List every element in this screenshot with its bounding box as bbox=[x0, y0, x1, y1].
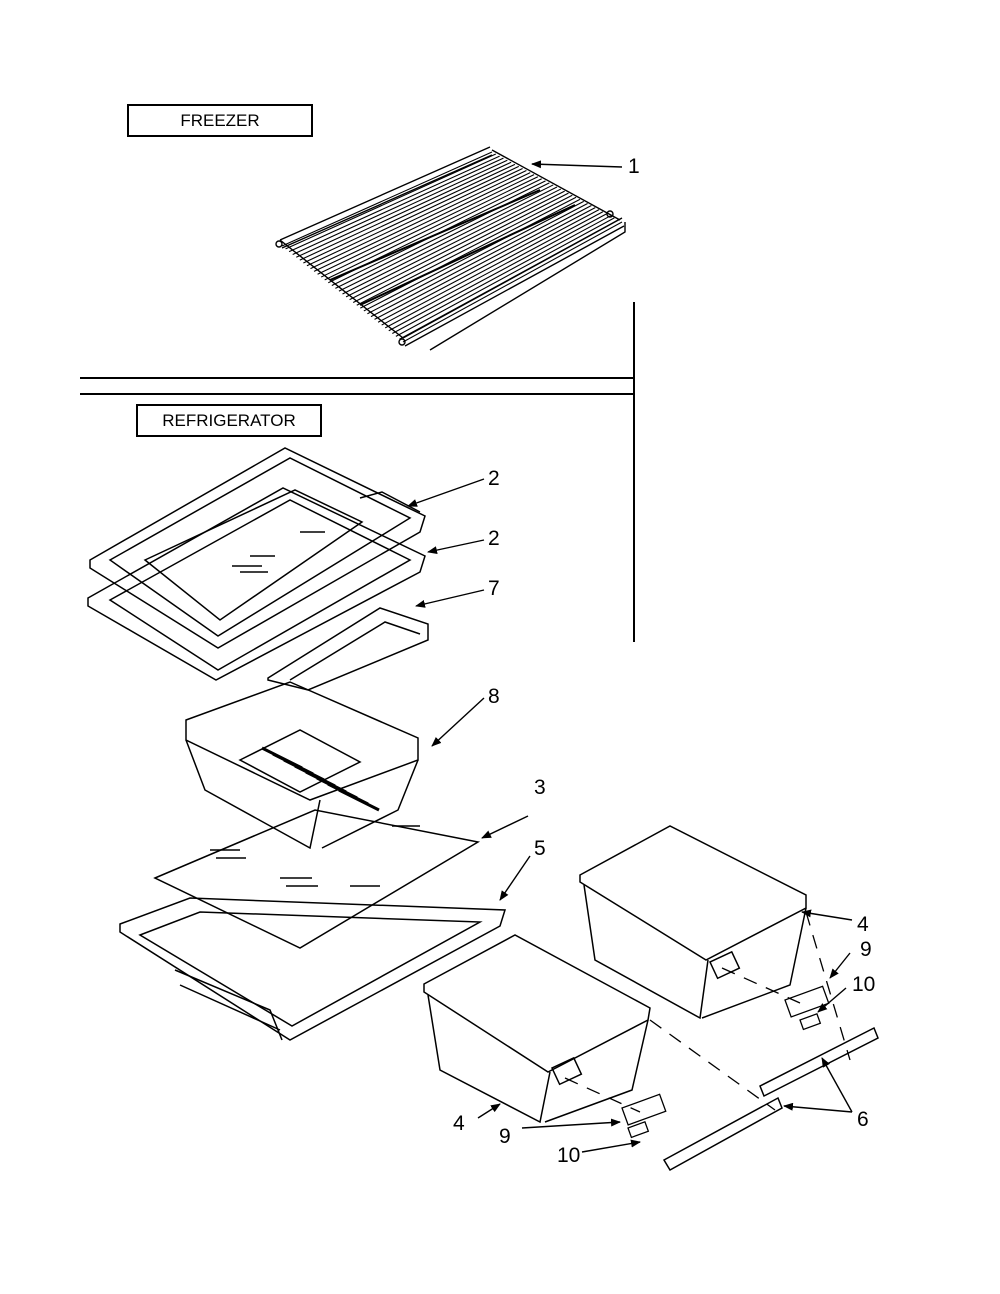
shelf-rung bbox=[356, 194, 573, 306]
shelf-rung bbox=[374, 205, 592, 320]
shelf-rung bbox=[292, 157, 504, 255]
leader-arrow bbox=[415, 589, 485, 608]
shelf-rung bbox=[402, 221, 623, 343]
shelf-rung bbox=[306, 165, 519, 267]
shelf-rung bbox=[317, 172, 531, 275]
callout-6: 6 bbox=[857, 1108, 869, 1131]
shelf-rung bbox=[349, 190, 565, 301]
shelf-rung bbox=[363, 198, 581, 312]
callout-2-upper: 2 bbox=[488, 467, 500, 490]
shelf-rung bbox=[296, 159, 508, 258]
shelf-rung bbox=[388, 213, 607, 332]
alignment-lines bbox=[564, 911, 851, 1113]
section-divider bbox=[80, 302, 635, 642]
freezer-wire-shelf bbox=[275, 146, 626, 351]
shelf-rung bbox=[377, 207, 596, 323]
leader-arrow bbox=[821, 1057, 853, 1113]
glass-shelf-upper bbox=[89, 447, 426, 649]
crisper-cover-frame bbox=[267, 607, 429, 691]
shelf-rung bbox=[367, 200, 585, 315]
shelf-rung bbox=[352, 192, 569, 303]
callout-8: 8 bbox=[488, 685, 500, 708]
callout-1: 1 bbox=[628, 155, 640, 178]
leader-arrow bbox=[817, 987, 847, 1013]
shelf-rung bbox=[381, 209, 600, 326]
shelf-rung bbox=[345, 188, 562, 298]
shelf-rung bbox=[288, 155, 500, 253]
leader-arrow bbox=[801, 909, 853, 921]
leader-arrow bbox=[499, 855, 531, 901]
callout-9-back: 9 bbox=[860, 938, 872, 961]
crisper-drawer-front bbox=[423, 934, 651, 1124]
leader-arrow bbox=[521, 1118, 621, 1129]
shelf-rung bbox=[320, 174, 535, 278]
shelf-rung bbox=[392, 215, 611, 335]
leader-arrow bbox=[581, 1139, 641, 1153]
shelf-rung bbox=[384, 211, 604, 329]
crisper-glass-cover bbox=[153, 809, 481, 949]
shelf-rung bbox=[313, 170, 527, 272]
drawer-rails bbox=[662, 1026, 879, 1172]
shelf-rung bbox=[370, 202, 588, 318]
small-crisper-pan bbox=[185, 681, 419, 850]
refrigerator-section-label: REFRIGERATOR bbox=[136, 404, 322, 437]
callout-5: 5 bbox=[534, 837, 546, 860]
shelf-rung bbox=[299, 161, 512, 261]
leader-arrow bbox=[481, 815, 529, 839]
shelf-rung bbox=[285, 153, 497, 250]
callout-7: 7 bbox=[488, 577, 500, 600]
callout-2-lower: 2 bbox=[488, 527, 500, 550]
callout-4-front: 4 bbox=[453, 1112, 465, 1135]
label-clip-parts bbox=[621, 985, 830, 1139]
leader-arrow bbox=[427, 539, 485, 555]
leader-arrow bbox=[531, 160, 623, 169]
crisper-drawer-back bbox=[579, 825, 807, 1020]
glass-shelf-lower bbox=[87, 487, 426, 681]
shelf-rung bbox=[324, 176, 539, 281]
leader-arrows bbox=[407, 160, 853, 1153]
shelf-rung bbox=[310, 167, 523, 270]
leader-arrow bbox=[407, 478, 485, 507]
shelf-rung bbox=[399, 219, 619, 340]
callout-3: 3 bbox=[534, 776, 546, 799]
leader-arrow bbox=[431, 697, 485, 747]
leader-arrow bbox=[477, 1103, 501, 1119]
shelf-rung bbox=[281, 151, 493, 247]
shelf-rung bbox=[395, 217, 615, 337]
shelf-rung bbox=[342, 186, 558, 295]
callout-9-front: 9 bbox=[499, 1125, 511, 1148]
callout-4-back: 4 bbox=[857, 913, 869, 936]
leader-arrow bbox=[783, 1102, 853, 1113]
callout-10-front: 10 bbox=[557, 1144, 581, 1167]
pan-rib bbox=[338, 788, 380, 812]
crisper-cover-support bbox=[119, 897, 507, 1041]
leader-arrow bbox=[829, 952, 851, 979]
shelf-rung bbox=[338, 184, 554, 292]
callout-10-back: 10 bbox=[852, 973, 876, 996]
shelf-rung bbox=[303, 163, 516, 264]
freezer-section-label: FREEZER bbox=[127, 104, 313, 137]
shelf-rung bbox=[360, 196, 577, 309]
